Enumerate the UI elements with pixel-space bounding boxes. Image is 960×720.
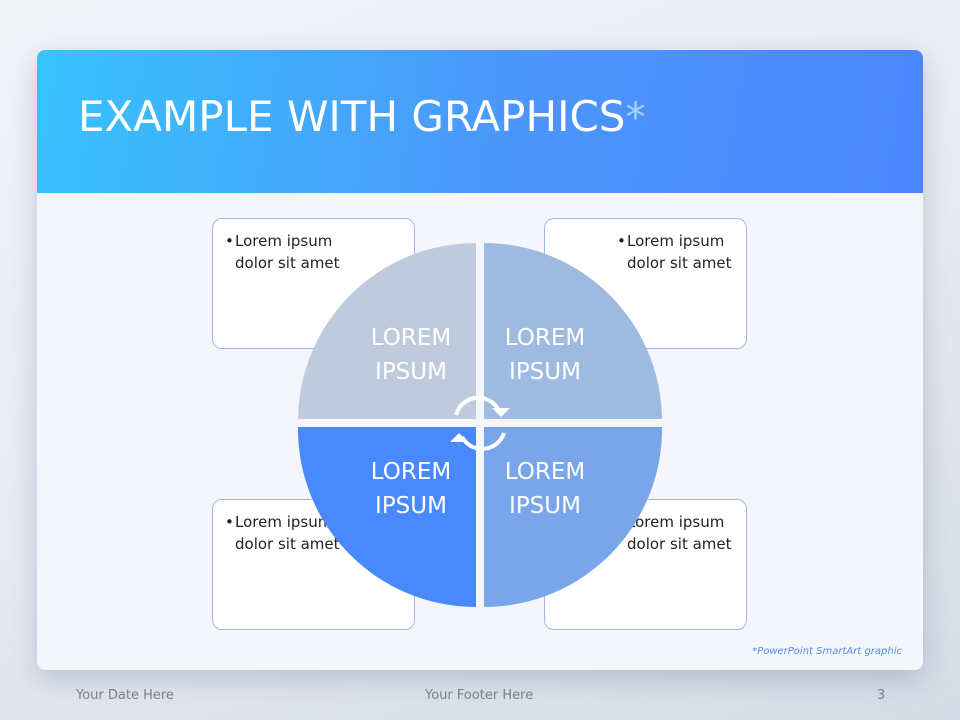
bullet-item: Lorem ipsum dolor sit amet bbox=[617, 230, 735, 274]
slide-title-text: EXAMPLE WITH GRAPHICS bbox=[78, 92, 626, 141]
footnote: *PowerPoint SmartArt graphic bbox=[752, 646, 902, 657]
bullet-item: Lorem ipsum dolor sit amet bbox=[225, 230, 343, 274]
quadrant-top-right bbox=[484, 243, 662, 419]
quadrant-label-bottom-right: LOREM IPSUM bbox=[504, 459, 586, 519]
page-number: 3 bbox=[877, 688, 886, 703]
footer-text: Your Footer Here bbox=[425, 688, 534, 703]
quadrant-label-top-left: LOREM IPSUM bbox=[370, 325, 452, 385]
quadrant-bottom-left bbox=[297, 427, 476, 607]
header-band: EXAMPLE WITH GRAPHICS* bbox=[37, 50, 923, 193]
quadrant-bottom-right bbox=[484, 427, 663, 607]
cycle-arrows-icon bbox=[450, 395, 510, 451]
title-asterisk: * bbox=[625, 95, 646, 141]
slide-title: EXAMPLE WITH GRAPHICS* bbox=[78, 92, 646, 141]
footer-date: Your Date Here bbox=[76, 688, 174, 703]
bullet-item: Lorem ipsum dolor sit amet bbox=[617, 511, 735, 555]
quadrant-label-top-right: LOREM IPSUM bbox=[504, 325, 586, 385]
quadrant-label-bottom-left: LOREM IPSUM bbox=[370, 459, 452, 519]
quadrant-top-left bbox=[298, 243, 476, 419]
bullet-item: Lorem ipsum dolor sit amet bbox=[225, 511, 343, 555]
slide-card: EXAMPLE WITH GRAPHICS* Lorem ipsum dolor… bbox=[37, 50, 923, 670]
cycle-diagram bbox=[297, 243, 663, 607]
